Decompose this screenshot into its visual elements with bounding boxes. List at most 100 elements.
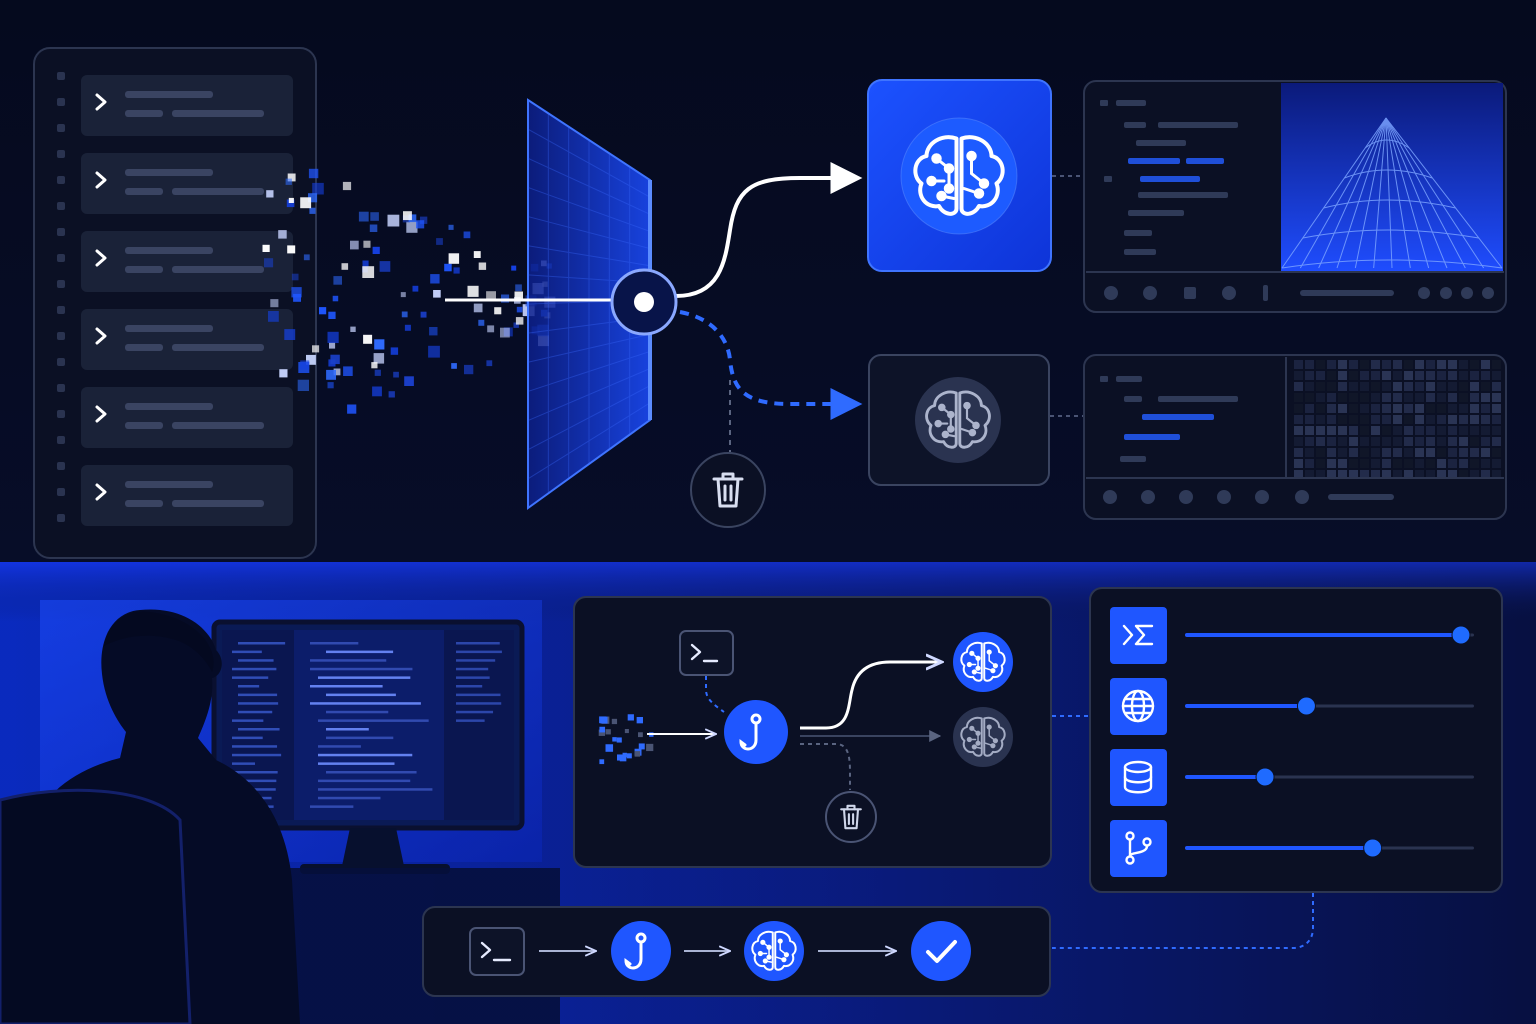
data-particle xyxy=(487,325,495,333)
data-particle xyxy=(362,260,369,267)
data-particle xyxy=(341,263,349,270)
queue-item[interactable] xyxy=(81,309,293,370)
data-particle xyxy=(293,293,301,302)
discard-node[interactable] xyxy=(690,452,766,528)
trash-icon xyxy=(840,804,862,830)
data-particle xyxy=(332,295,339,302)
queue-list xyxy=(33,47,317,559)
data-particle xyxy=(291,273,299,281)
data-particle xyxy=(486,360,493,367)
queue-item[interactable] xyxy=(81,231,293,292)
data-particle xyxy=(327,382,334,389)
data-particle xyxy=(478,262,487,270)
chevron-right-icon xyxy=(95,249,107,267)
data-particle xyxy=(515,284,522,292)
data-particle xyxy=(486,291,496,302)
mini-hook-node[interactable] xyxy=(724,700,788,764)
terminal-sum-icon xyxy=(1122,624,1154,646)
slider-handle[interactable] xyxy=(1255,767,1275,787)
resource-slider[interactable] xyxy=(1110,820,1474,877)
resource-slider[interactable] xyxy=(1110,607,1474,664)
hook-icon xyxy=(739,713,762,751)
resource-slider[interactable] xyxy=(1110,749,1474,806)
data-particle xyxy=(404,324,411,331)
data-particle xyxy=(319,307,327,315)
primary-route-connector xyxy=(675,162,863,298)
brain-circuit-icon xyxy=(751,930,797,971)
queue-item[interactable] xyxy=(81,465,293,526)
data-particle xyxy=(288,197,294,203)
data-particle xyxy=(333,368,341,376)
pipeline-step-model[interactable] xyxy=(744,921,804,981)
brain-circuit-icon xyxy=(913,135,1005,216)
data-particle xyxy=(416,220,425,229)
data-particle xyxy=(463,231,471,239)
mini-primary-model[interactable] xyxy=(953,632,1013,692)
mini-secondary-model[interactable] xyxy=(953,707,1013,767)
data-particle xyxy=(406,221,418,233)
queue-item[interactable] xyxy=(81,153,293,214)
slider-handle[interactable] xyxy=(1451,625,1471,645)
data-particle xyxy=(309,207,316,214)
data-particle xyxy=(374,339,385,350)
data-particle xyxy=(343,366,353,376)
data-particle xyxy=(347,404,357,414)
router-node xyxy=(610,268,678,336)
data-particle xyxy=(401,311,408,318)
queue-item[interactable] xyxy=(81,75,293,136)
slider-handle[interactable] xyxy=(1296,696,1316,716)
brain-circuit-icon xyxy=(960,641,1006,682)
data-particle xyxy=(300,360,310,370)
data-particle xyxy=(333,276,342,285)
slider-handle[interactable] xyxy=(1363,838,1383,858)
data-particle xyxy=(515,317,524,325)
data-particle xyxy=(448,253,460,264)
filter-wall xyxy=(527,98,652,510)
chevron-right-icon xyxy=(95,483,107,501)
data-particle xyxy=(400,292,406,298)
data-particle xyxy=(404,376,414,386)
data-particle xyxy=(312,182,324,195)
data-particle xyxy=(408,214,417,223)
data-particle xyxy=(467,285,479,297)
mini-flow-panel xyxy=(573,596,1052,868)
data-particle xyxy=(513,322,519,328)
resource-sliders-panel xyxy=(1089,587,1503,893)
pixel-grid-visualization xyxy=(1294,360,1501,479)
pipeline-step-terminal[interactable] xyxy=(469,927,525,976)
data-particle xyxy=(369,224,378,232)
data-particle xyxy=(473,303,483,313)
data-particle xyxy=(286,199,295,208)
dot-node-icon xyxy=(634,292,654,312)
chevron-right-icon xyxy=(95,327,107,345)
data-particle xyxy=(412,285,419,292)
data-particle xyxy=(403,211,412,221)
hook-icon xyxy=(624,932,647,970)
pipeline-step-complete[interactable] xyxy=(911,921,971,981)
data-particle xyxy=(326,369,336,380)
pipeline-step-hook[interactable] xyxy=(611,921,671,981)
mini-discard-node[interactable] xyxy=(825,791,877,843)
data-particle xyxy=(444,263,452,272)
chevron-right-icon xyxy=(95,93,107,111)
primary-model-card[interactable] xyxy=(867,79,1052,272)
data-particle xyxy=(372,246,380,254)
data-particle xyxy=(374,369,381,376)
data-particle xyxy=(284,329,296,340)
mini-terminal-node[interactable] xyxy=(679,630,734,676)
data-particle xyxy=(262,244,270,252)
data-particle xyxy=(388,391,395,398)
brain-circuit-icon xyxy=(925,390,991,449)
data-particle xyxy=(448,224,454,230)
data-particle xyxy=(308,168,319,179)
resource-slider[interactable] xyxy=(1110,678,1474,735)
queue-item[interactable] xyxy=(81,387,293,448)
slider-fill xyxy=(1185,704,1307,708)
data-particle xyxy=(342,181,352,191)
data-particle xyxy=(478,319,485,326)
data-particle xyxy=(297,379,309,391)
secondary-model-card[interactable] xyxy=(868,354,1050,486)
data-particle xyxy=(390,347,399,355)
data-particle xyxy=(268,311,279,322)
